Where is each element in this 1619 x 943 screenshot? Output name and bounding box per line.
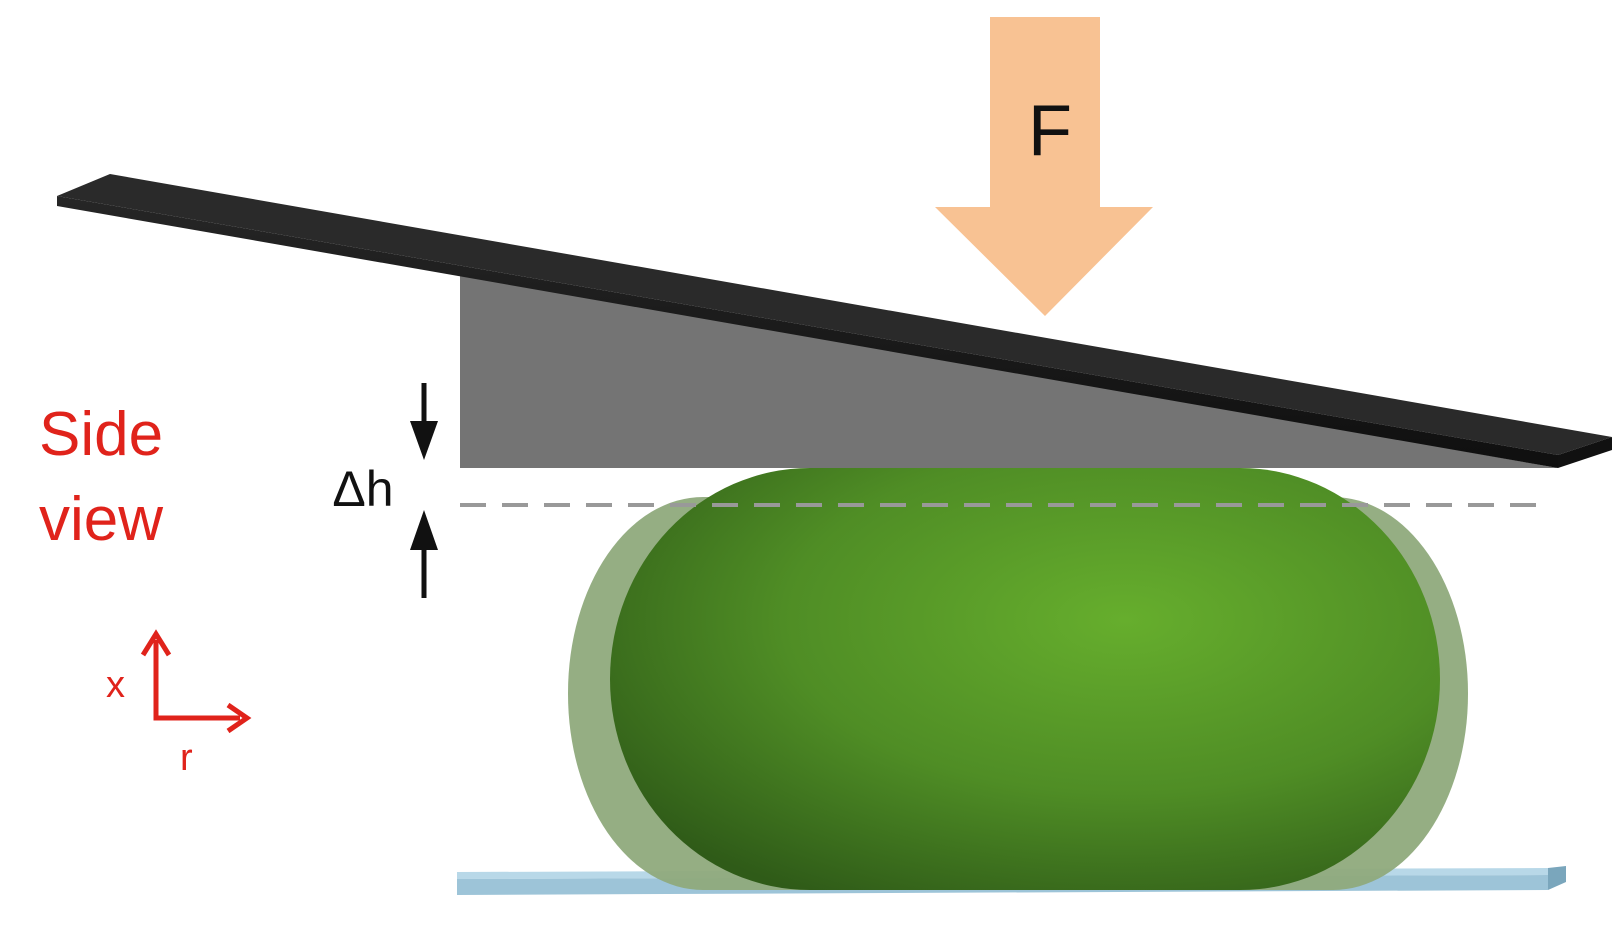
xr-axes-icon	[140, 629, 252, 734]
cantilever-top-face	[57, 174, 1612, 455]
axis-r-label: r	[180, 737, 193, 779]
cantilever-beam	[57, 174, 1612, 468]
view-label: Side view	[39, 400, 163, 554]
delta-h-label: Δh	[332, 461, 393, 517]
cell-compressed	[610, 468, 1440, 890]
axis-x-label: x	[106, 664, 125, 706]
side-view-label-line2: view	[39, 485, 163, 554]
force-arrow: F	[935, 17, 1153, 316]
coordinate-axes: x r	[106, 629, 252, 779]
down-arrow-icon	[935, 17, 1153, 316]
cantilever-end-face	[1558, 437, 1612, 468]
cantilever-front-face	[57, 196, 1558, 468]
side-view-label-line1: Side	[39, 400, 163, 469]
substrate-side	[1548, 866, 1566, 890]
force-label: F	[1028, 91, 1072, 171]
converging-arrows-icon	[410, 383, 438, 598]
delta-h-indicator: Δh	[332, 383, 438, 598]
